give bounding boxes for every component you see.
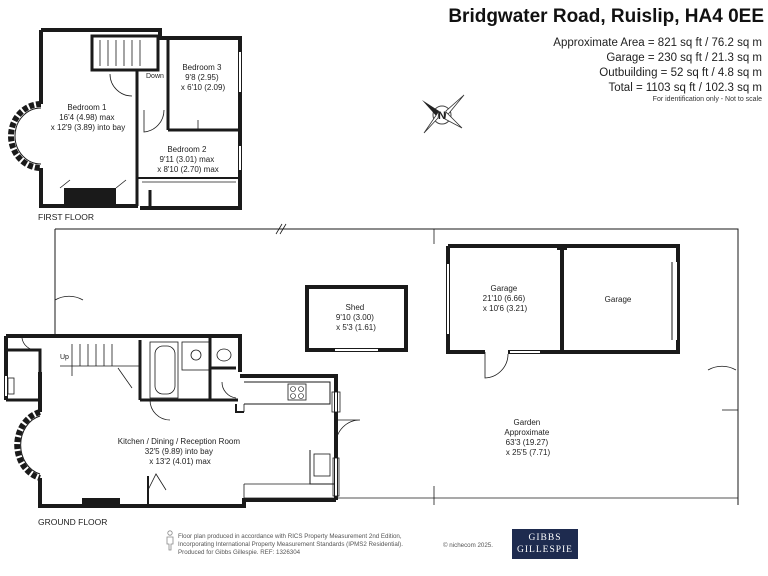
ground-floor-plan: Kitchen / Dining / Reception Room 32'5 (… (4, 334, 361, 527)
agent-logo: GIBBS GILLESPIE (512, 529, 578, 559)
bedroom1-name: Bedroom 1 (67, 103, 107, 112)
logo-line1: GIBBS (528, 533, 562, 543)
bedroom3-dim: 9'8 (2.95) (185, 73, 219, 82)
kitchen-dim2: x 13'2 (4.01) max (149, 457, 211, 466)
svg-text:Bedroom 2 9'11 (3.01) ma: Bedroom 2 9'11 (3.01) max x 8'10 (2.70) … (157, 145, 219, 174)
bedroom1-dim2: x 12'9 (3.89) into bay (51, 123, 125, 132)
area-outbuilding: Outbuilding = 52 sq ft / 4.8 sq m (599, 67, 762, 79)
garage1-dim2: x 10'6 (3.21) (483, 304, 528, 313)
bedroom2-name: Bedroom 2 (167, 145, 207, 154)
bedroom3-name: Bedroom 3 (182, 63, 222, 72)
identification-note: For identification only - Not to scale (652, 96, 762, 103)
compass-icon: N (422, 94, 465, 134)
up-label: Up (60, 354, 69, 361)
area-garage: Garage = 230 sq ft / 21.3 sq m (606, 52, 762, 64)
bedroom2-dim: 9'11 (3.01) max (160, 155, 215, 164)
footer-copyright: © nichecom 2025. (443, 542, 493, 549)
area-summary: Approximate Area = 821 sq ft / 76.2 sq m… (553, 36, 762, 96)
garden-approx: Approximate (504, 428, 549, 437)
footer-note-line1: Floor plan produced in accordance with R… (178, 533, 402, 540)
garage2-name: Garage (605, 295, 632, 304)
svg-text:Bedroom 3 9'8 (2.95): Bedroom 3 9'8 (2.95) x 6'10 (2.09) (181, 63, 226, 92)
area-approx: Approximate Area = 821 sq ft / 76.2 sq m (553, 37, 762, 49)
bedroom1-dim: 16'4 (4.98) max (59, 113, 114, 122)
garage1-name: Garage (491, 284, 518, 293)
bedroom2-dim2: x 8'10 (2.70) max (157, 165, 219, 174)
footer-note-line2: Incorporating International Property Mea… (178, 541, 403, 548)
shed-name: Shed (346, 303, 365, 312)
garden-dim: 63'3 (19.27) (506, 438, 549, 447)
logo-line2: GILLESPIE (517, 545, 573, 555)
first-floor-label: FIRST FLOOR (38, 212, 94, 222)
garage1-dim: 21'10 (6.66) (483, 294, 526, 303)
property-title: Bridgwater Road, Ruislip, HA4 0EE (448, 6, 764, 27)
garden-dim2: x 25'5 (7.71) (506, 448, 551, 457)
shed-dim2: x 5'3 (1.61) (336, 323, 376, 332)
ground-floor-label: GROUND FLOOR (38, 517, 107, 527)
compass-letter: N (438, 110, 446, 122)
first-floor-plan: Bedroom 1 16'4 (4.98) max x 12'9 (3.89) … (8, 28, 242, 222)
down-label: Down (146, 73, 164, 80)
kitchen-dim: 32'5 (9.89) into bay (145, 447, 213, 456)
garden-label: Garden Approximate 63'3 (19.27) x 25'5 (… (504, 418, 551, 457)
footer-note-line3: Produced for Gibbs Gillespie. REF: 13263… (178, 549, 301, 556)
svg-text:Kitchen / Dining / Reception R: Kitchen / Dining / Reception Room 32'5 (… (118, 437, 243, 466)
svg-text:Bedroom 1 16'4 (4.98) ma: Bedroom 1 16'4 (4.98) max x 12'9 (3.89) … (51, 103, 125, 132)
kitchen-name: Kitchen / Dining / Reception Room (118, 437, 241, 446)
shed-plan: Shed 9'10 (3.00) x 5'3 (1.61) (305, 285, 408, 352)
svg-text:Shed 9'10 (3.00) x: Shed 9'10 (3.00) x 5'3 (1.61) (336, 303, 376, 332)
garage-plan: Garage 21'10 (6.66) x 10'6 (3.21) Garage (446, 244, 680, 379)
bedroom3-dim2: x 6'10 (2.09) (181, 83, 226, 92)
garden-name: Garden (514, 418, 541, 427)
area-total: Total = 1103 sq ft / 102.3 sq m (608, 82, 762, 94)
shed-dim: 9'10 (3.00) (336, 313, 374, 322)
person-icon (166, 530, 174, 551)
footer-note: Floor plan produced in accordance with R… (178, 533, 478, 557)
svg-text:Garage 21'10 (6.66): Garage 21'10 (6.66) x 10'6 (3.21) (483, 284, 528, 313)
